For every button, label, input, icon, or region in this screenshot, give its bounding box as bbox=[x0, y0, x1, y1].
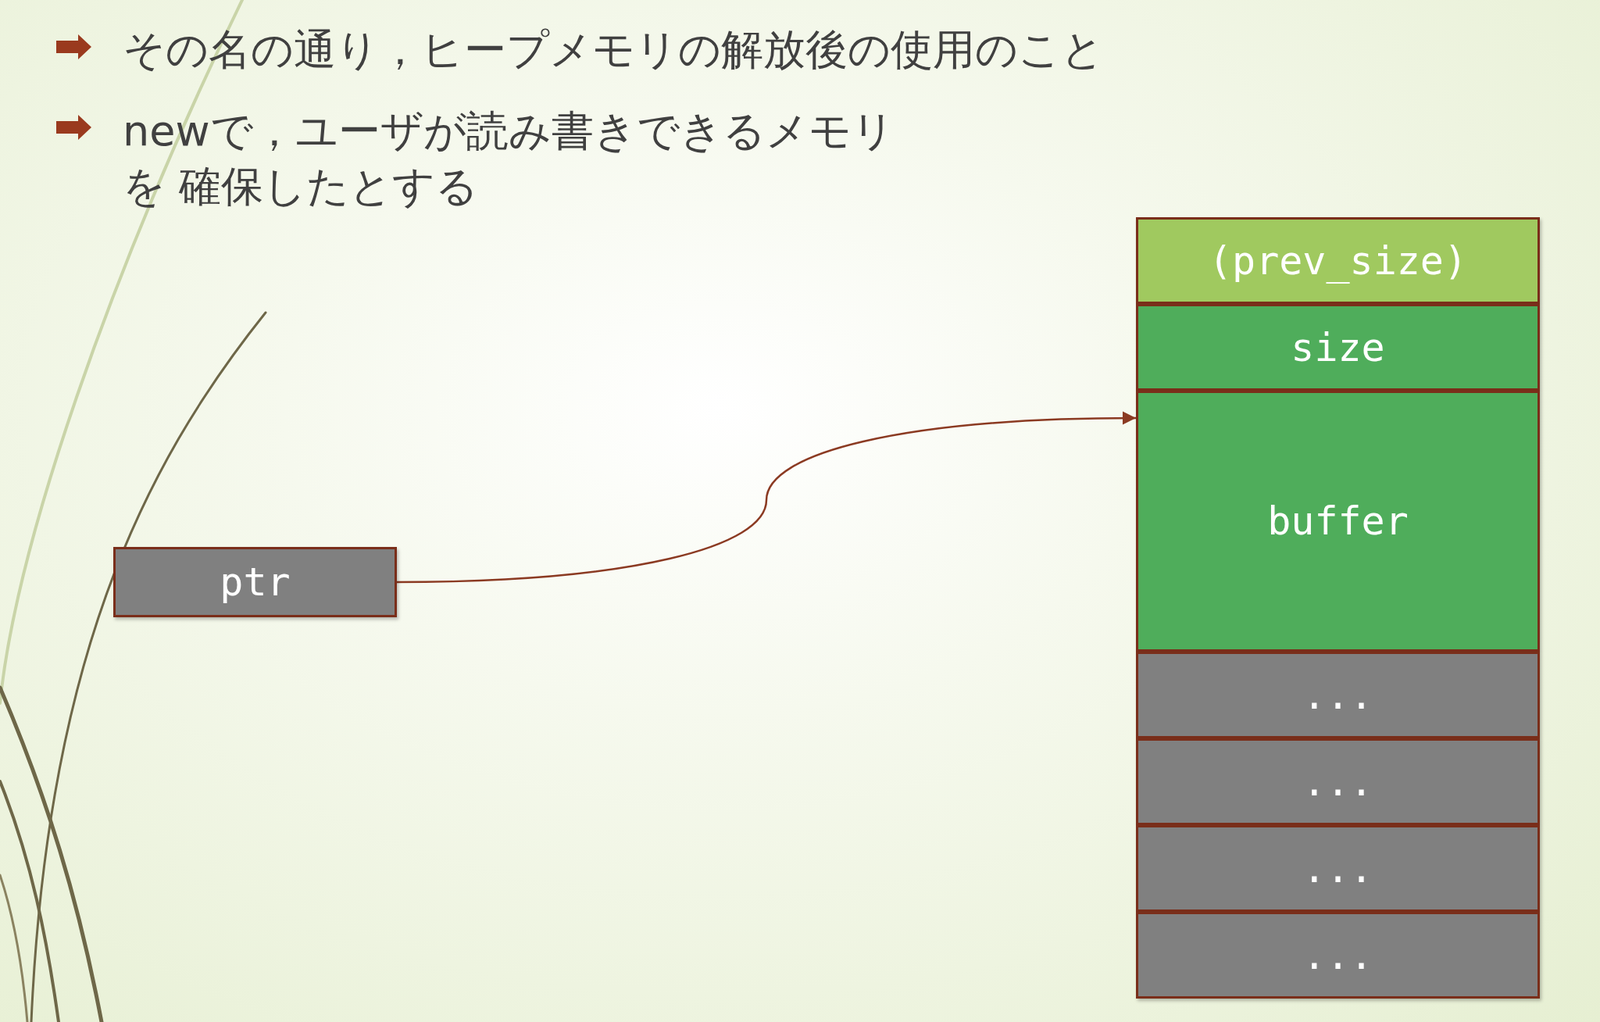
bullet-arrow bbox=[56, 34, 92, 60]
bullet-text: その名の通り，ヒープメモリの解放後の使用のこと bbox=[122, 21, 1104, 78]
node-label: ptr bbox=[219, 559, 290, 605]
node-label: (prev_size) bbox=[1208, 238, 1468, 284]
node-label: size bbox=[1290, 325, 1385, 371]
bullet-text: newで，ユーザが読み書きできるメモリを 確保したとする bbox=[122, 103, 936, 215]
decor-curve bbox=[0, 875, 28, 1022]
chunk-header-field: (prev_size) bbox=[1135, 217, 1540, 304]
node-label: ... bbox=[1302, 759, 1373, 805]
decor-curve bbox=[0, 781, 59, 1022]
memory-block: ... bbox=[1135, 651, 1540, 739]
memory-block: ... bbox=[1135, 911, 1540, 999]
node-label: ... bbox=[1302, 672, 1373, 718]
pointer-arrow bbox=[396, 417, 1136, 583]
node-label: buffer bbox=[1267, 498, 1409, 544]
node-label: ... bbox=[1302, 932, 1373, 979]
chunk-buffer: buffer bbox=[1135, 390, 1540, 652]
pointer-box: ptr bbox=[113, 546, 397, 618]
memory-block: ... bbox=[1135, 825, 1540, 912]
decor-curve bbox=[31, 312, 266, 1022]
memory-block: ... bbox=[1135, 738, 1540, 825]
bullet-arrow bbox=[56, 114, 92, 140]
decor-curve bbox=[0, 687, 102, 1022]
chunk-header-field: size bbox=[1135, 303, 1540, 391]
node-label: ... bbox=[1302, 846, 1373, 892]
